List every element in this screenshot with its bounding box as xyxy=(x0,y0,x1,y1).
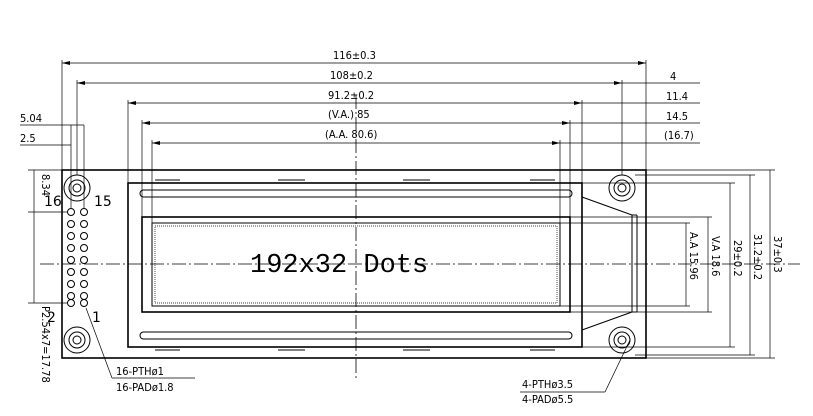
mounting-hole-bottom-left xyxy=(63,326,91,354)
display-resolution-label: 192x32 Dots xyxy=(250,251,428,281)
note-pad-small: 16-PADø1.8 xyxy=(116,381,174,394)
dim-overall-height: 37±0.3 xyxy=(771,236,784,273)
pin-label-15: 15 xyxy=(94,194,112,210)
dim-pin1-offset: 5.04 xyxy=(20,112,42,125)
bezel-outline xyxy=(127,182,583,348)
dim-bezel-height: 29±0.2 xyxy=(731,240,744,277)
mounting-hole-bottom-right xyxy=(608,326,636,354)
leader-lines xyxy=(85,307,631,393)
dim-bezel-width: 91.2±0.2 xyxy=(328,89,374,102)
pin-header xyxy=(67,208,88,307)
note-pad-large: 4-PADø5.5 xyxy=(522,393,573,406)
dim-aa-height: A.A 15.96 xyxy=(687,232,700,280)
dim-hole-offset: 4 xyxy=(670,70,676,83)
note-pth-large: 4-PTHø3.5 xyxy=(522,378,573,391)
bezel-tabs xyxy=(155,179,555,351)
dim-va-height: V.A 18.6 xyxy=(709,236,722,276)
left-dimension-lines xyxy=(28,169,67,304)
dim-bezel-offset: 11.4 xyxy=(666,90,688,103)
mounting-hole-top-left xyxy=(63,174,91,202)
top-arrowheads xyxy=(62,61,646,145)
mounting-hole-top-right xyxy=(608,174,636,202)
dim-view-area: (V.A.) 85 xyxy=(328,108,370,121)
dim-va-offset: 14.5 xyxy=(666,110,688,123)
dim-pin-top-offset: 8.34 xyxy=(39,174,52,196)
dim-hole-span: 108±0.2 xyxy=(330,69,373,82)
pin-label-16: 16 xyxy=(44,194,62,210)
top-dimension-lines xyxy=(20,60,700,223)
dim-active-area: (A.A. 80.6) xyxy=(325,128,377,141)
dim-hole-span-height: 31.2±0.2 xyxy=(751,234,764,280)
right-dimension-lines xyxy=(560,169,775,359)
dim-pin-row-offset: 2.5 xyxy=(20,132,36,145)
dim-aa-offset: (16.7) xyxy=(664,129,694,142)
note-pth-small: 16-PTHø1 xyxy=(116,365,164,378)
dim-pin-pitch: P2.54x7=17.78 xyxy=(39,306,52,383)
pin-label-2: 2 xyxy=(47,310,56,326)
dim-overall-width: 116±0.3 xyxy=(333,49,376,62)
pin-label-1: 1 xyxy=(92,310,101,326)
